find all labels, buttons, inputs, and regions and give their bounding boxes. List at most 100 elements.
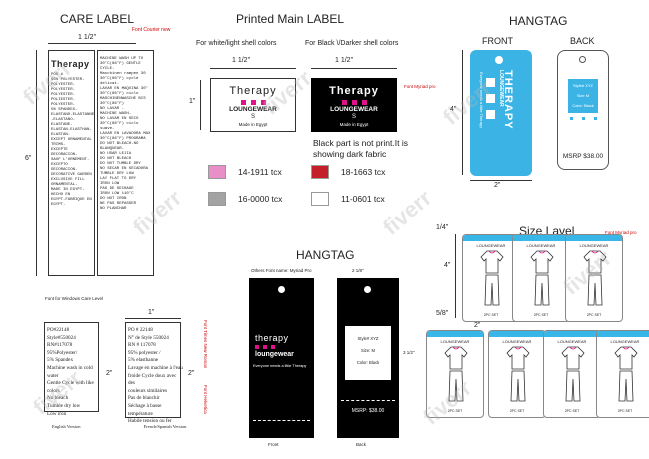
- care-label-right-line: 30°C(86°F) PROGRAMA: [100, 137, 146, 141]
- small-care-english-line: No bleach: [47, 395, 69, 402]
- watermark-4: fiverr: [378, 185, 437, 240]
- swatch-code: 16-0000 tcx: [238, 194, 283, 204]
- size-card-tab: [566, 235, 622, 241]
- care-label-left-line: 5% SPANDEX-: [51, 108, 78, 112]
- main-label-width-line-white: [210, 68, 296, 69]
- care-label-left-line: ELASTANO-ELASTANNE: [51, 113, 95, 117]
- hangtag-bottom-back-hole: [364, 286, 371, 293]
- care-label-right-line: NO USAR LEJIA: [100, 152, 132, 156]
- care-label-left-line: EGYPT-: [51, 203, 66, 207]
- size-label-dim-2: 4": [444, 262, 451, 269]
- small-care-french-line: Séchage à basse température: [128, 402, 162, 417]
- hangtag-bottom-width: 2 1/8": [352, 268, 364, 273]
- care-label-left-line: POLYESTER-: [51, 103, 76, 107]
- care-label-right-line: 30°C(86°F) ciclo: [100, 92, 139, 96]
- small-care-french-line: Lavage en machine à l'eau: [128, 364, 183, 371]
- small-care-english-line: Low iron: [47, 410, 67, 417]
- size-card-brand: LOUNGEWEAR: [476, 243, 506, 248]
- size-label-dim-3: 5/8": [436, 310, 449, 317]
- main-label-white-squares: [241, 100, 267, 105]
- care-label-right-line: NO PLANCHAR: [100, 207, 127, 211]
- hangtag-back-msrp: MSRP $38.00: [562, 153, 604, 160]
- care-label-right-line: LAVAR EN MAQUINA 30°: [100, 87, 149, 91]
- care-label-right-line: IRON LOW 110°C: [100, 192, 134, 196]
- size-card-footer: 2PC SET: [509, 409, 525, 413]
- small-care-width-line: [125, 318, 181, 319]
- small-care-french-line: Habile tension ou fer: [128, 418, 172, 425]
- care-label-right-line: LAY FLAT TO DRY: [100, 177, 137, 181]
- care-label-left-line: POLYESTER-POLYESTER-: [51, 83, 76, 92]
- main-label-black-sub: LOUNGEWEAR: [330, 106, 378, 113]
- small-care-english-line: Machine wash in cold water: [47, 364, 93, 379]
- care-label-left-line: EXCLUSIVE FILL: [51, 178, 85, 182]
- care-label-left-line: 95% POLYESTER-: [51, 78, 85, 82]
- hangtag-back-label: BACK: [570, 36, 595, 46]
- small-care-title: Font for Windows Care Level: [45, 296, 104, 301]
- care-label-left-line: -ELASTANO-ELASTANE-: [51, 118, 76, 127]
- care-label-left-line: EGYPT-FABRIQUE EN: [51, 198, 92, 202]
- pajama-set-icon: [582, 249, 608, 307]
- size-card-tab: [513, 235, 569, 241]
- small-care-width: 1": [148, 309, 155, 316]
- care-label-font-note: Font Courier new: [132, 27, 171, 33]
- care-label-left-text: POS #95% POLYESTER-POLYESTER-POLYESTER-P…: [51, 73, 95, 208]
- care-label-left-line: ORNAMENTAL-: [51, 183, 78, 187]
- size-label-dim-4: 2": [474, 322, 481, 329]
- pajama-set-icon: [443, 345, 469, 403]
- care-label-right-line: 30°C(86°F) cycle delicat-: [100, 77, 139, 86]
- hangtag-front: THERAPY LOUNGEWEAR Everyone needs a litt…: [470, 50, 532, 176]
- hangtag-bottom-front-brand: therapy: [255, 333, 289, 343]
- care-label-left-panel: Therapy POS #95% POLYESTER-POLYESTER-POL…: [48, 50, 95, 276]
- small-care-english-line: Tumble dry low: [47, 402, 81, 409]
- small-care-english-line: 95%Polyester/: [47, 349, 78, 356]
- swatch-chip: [208, 192, 226, 206]
- hangtag-front-label: FRONT: [482, 36, 513, 46]
- pajama-set-icon: [505, 345, 531, 403]
- hangtag-bottom-back-dashes: [341, 400, 395, 401]
- care-label-right-line: PAS DE SECHAGE: [100, 187, 134, 191]
- care-label-right-line: DO NOT BLEACH-NO: [100, 142, 139, 146]
- hangtag-bottom-front-tagline: Everyone needs a little Therapy: [253, 364, 307, 368]
- care-label-height: 6": [25, 155, 32, 162]
- hangtag-back-color: Color: Black: [572, 103, 594, 108]
- care-label-left-line: MADE IN EGYPT-HECHO EN: [51, 188, 85, 197]
- small-care-english-line: Gentle Cycle with like colors: [47, 380, 94, 394]
- size-card-footer: 2PC SET: [483, 313, 499, 317]
- main-label-white: Therapy LOUNGEWEAR S Made in Egypt: [210, 78, 296, 132]
- care-label-right-line: DO NOT IRON: [100, 197, 127, 201]
- small-care-french-line: N° de Style 550024: [128, 334, 169, 341]
- hangtag-front-hole: [495, 56, 503, 64]
- hangtag-bottom-back-color: Color: Black: [356, 360, 380, 365]
- main-label-height-line: [200, 80, 201, 130]
- hangtag-back: Style# XYZ Size M Color: Black MSRP $38.…: [557, 50, 609, 170]
- pajama-set-icon: [560, 345, 586, 403]
- care-label-title: CARE LABEL: [60, 12, 135, 26]
- size-label-height-line: [455, 234, 456, 318]
- small-care-english-line: 5% Spandex: [47, 357, 74, 364]
- hangtag-back-dots: [570, 117, 598, 121]
- care-label-right-line: 30°C(86°F) ciclo suave-: [100, 122, 139, 131]
- main-label-white-size: S: [250, 114, 255, 120]
- hangtag-bottom-back-style: Style# XYZ: [357, 336, 379, 341]
- hangtag-top-width: 2": [494, 182, 501, 189]
- hangtag-front-sub: LOUNGEWEAR: [498, 70, 504, 107]
- care-label-right-line: 30°C(86°F): [100, 102, 125, 106]
- hangtag-bottom-back-info-box: Style# XYZ Size: M Color: Black: [345, 326, 391, 380]
- main-label-width-line-black: [311, 68, 397, 69]
- main-label-height: 1": [189, 98, 196, 105]
- pajama-set-icon: [479, 249, 505, 307]
- size-card-footer: 2PC SET: [586, 313, 602, 317]
- hangtag-bottom-note: Others Font name: Myriad Pro: [251, 268, 312, 273]
- care-label-left-line: EXCEPTO DECORACION-: [51, 163, 78, 172]
- hangtag-bottom-front-caption: Front: [268, 442, 279, 447]
- small-care-english-caption: English Version: [52, 424, 81, 429]
- size-card-tab: [544, 331, 600, 337]
